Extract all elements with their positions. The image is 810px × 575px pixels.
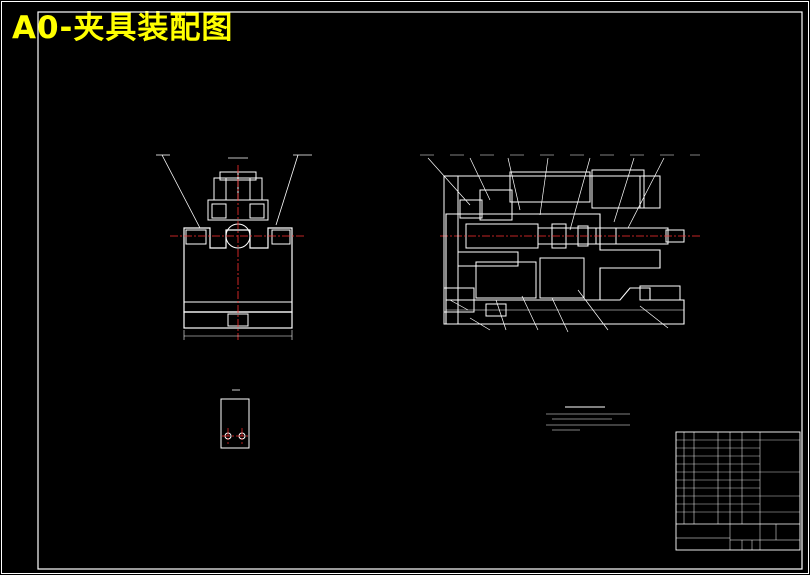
title-block (675, 431, 801, 551)
left-section-view (156, 154, 312, 340)
sheet-inner-border (37, 11, 803, 570)
main-assembly-view (420, 154, 700, 333)
detail-view-small (220, 389, 250, 449)
technical-notes-block (546, 406, 630, 431)
drawing-title: A0-夹具装配图 (12, 10, 234, 46)
